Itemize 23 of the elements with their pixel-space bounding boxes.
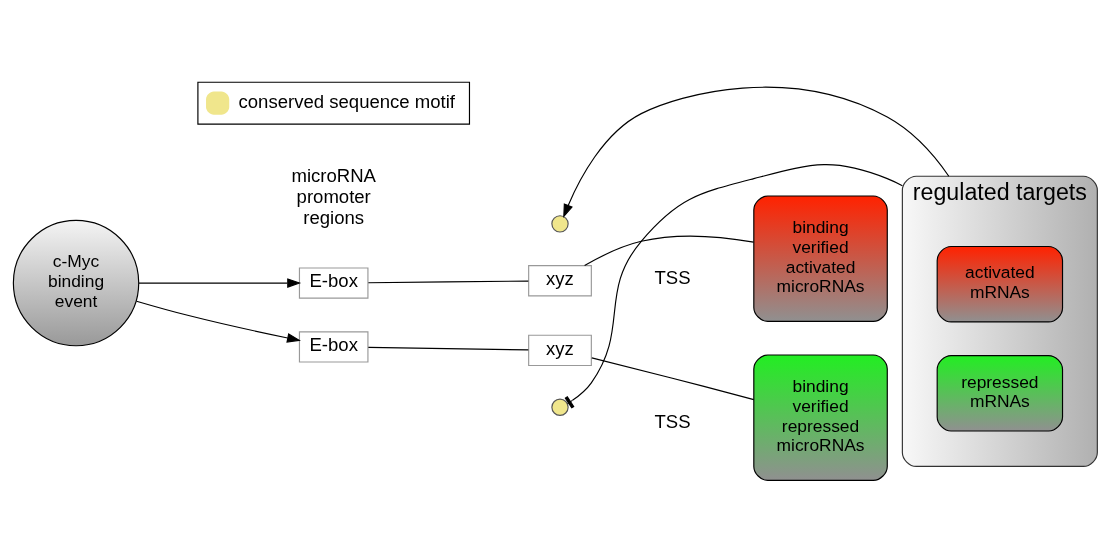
node-box: repressed mRNAs bbox=[936, 354, 1064, 432]
node-circle: c-Myc binding event bbox=[12, 219, 140, 346]
arrow bbox=[563, 86, 950, 218]
arrow bbox=[138, 277, 302, 288]
legend-label: conserved sequence motif bbox=[238, 90, 456, 112]
node-box: xyz bbox=[528, 334, 592, 366]
connector bbox=[367, 346, 529, 350]
label: TSS bbox=[654, 410, 691, 432]
connector bbox=[564, 163, 903, 409]
node-box: E-box bbox=[298, 266, 369, 299]
connector bbox=[584, 235, 755, 266]
node-box: activated mRNAs bbox=[936, 245, 1064, 322]
connector bbox=[367, 279, 529, 283]
label: microRNA promoter regions bbox=[291, 164, 376, 228]
connector bbox=[591, 356, 755, 400]
node-box: binding verified activated microRNAs bbox=[753, 194, 888, 322]
node-box: binding verified repressed microRNAs bbox=[753, 353, 888, 481]
node-box: xyz bbox=[528, 264, 592, 296]
arrow bbox=[136, 300, 301, 343]
node-circle bbox=[551, 398, 569, 416]
node-box: E-box bbox=[298, 330, 369, 363]
label: TSS bbox=[654, 266, 691, 288]
node-circle bbox=[551, 214, 569, 233]
